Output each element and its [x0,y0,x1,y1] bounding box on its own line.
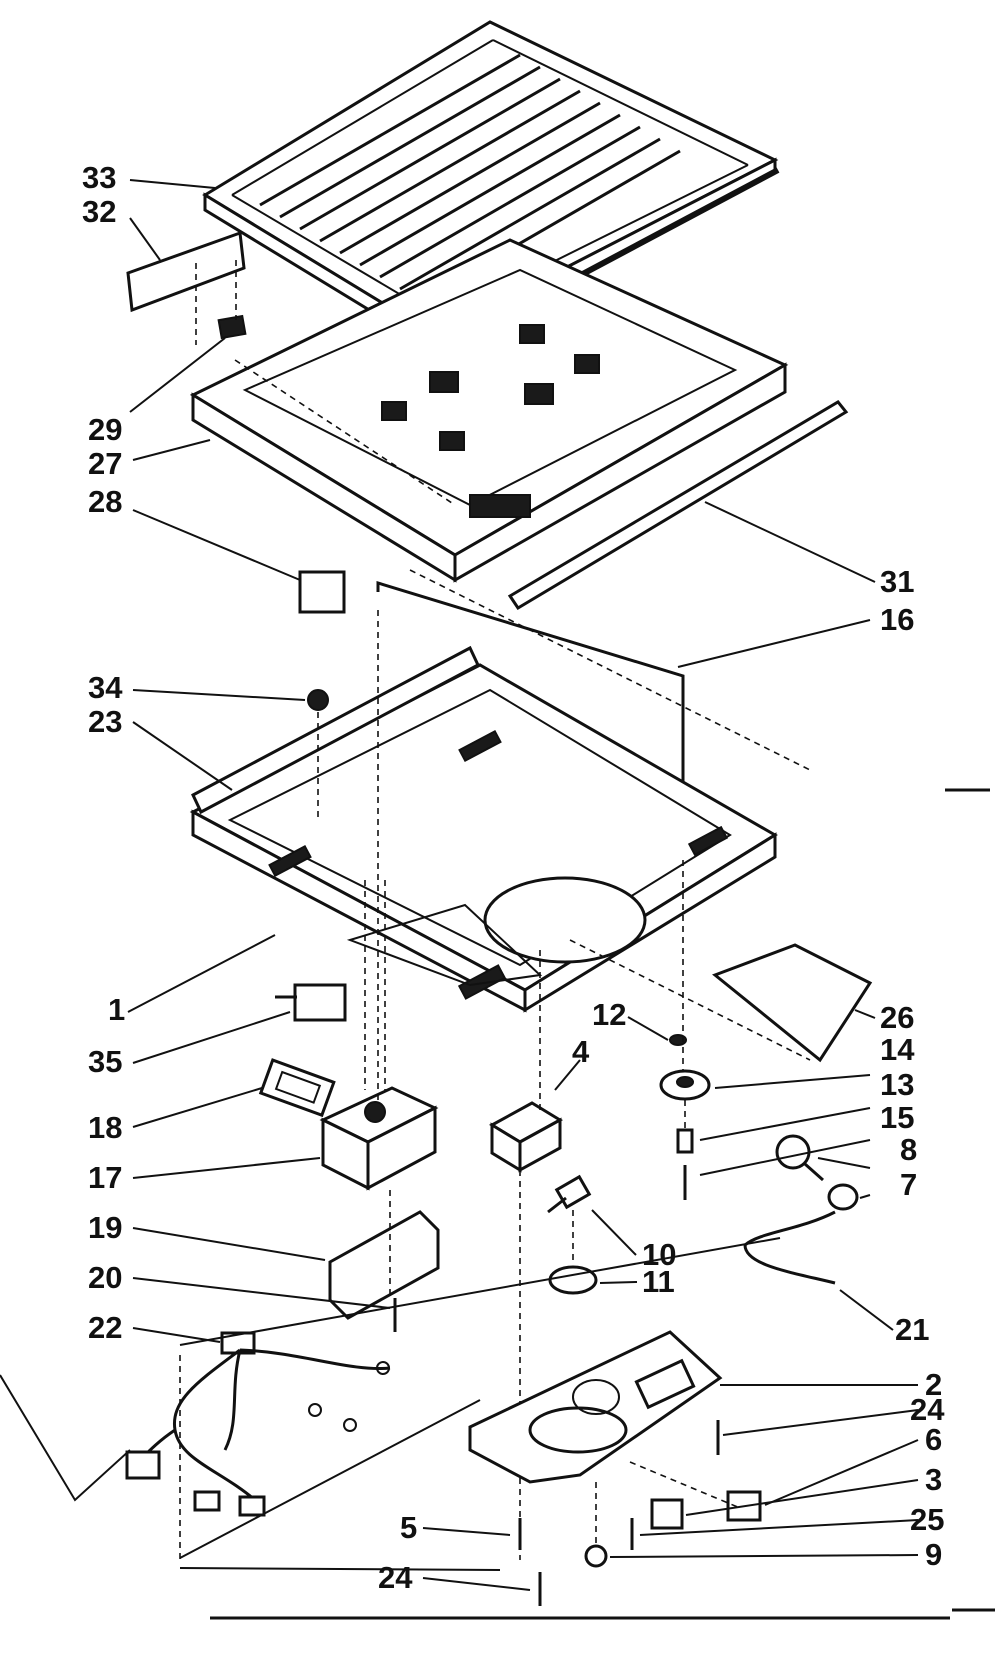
callout-12: 12 [592,997,626,1032]
part-14-grommet [659,1069,711,1101]
callout-20: 20 [88,1260,122,1295]
part-4-mount [489,1101,563,1560]
callout-1: 1 [108,992,125,1027]
part-22-harness [125,1331,391,1517]
part-2-base-plate [468,1330,723,1484]
callout-2: 2 [925,1367,942,1402]
callout-35: 35 [88,1044,122,1079]
part-34-grommet [307,689,329,711]
callout-14: 14 [880,1032,915,1067]
callout-labels: 33 32 29 27 28 31 16 34 23 1 35 26 12 4 … [82,160,945,1595]
part-21-lead [743,1210,836,1285]
part-7-socket [827,1183,859,1211]
callout-4: 4 [572,1034,590,1069]
part-8-bulb [775,1134,824,1182]
part-28-block [298,570,346,614]
part-17-housing [319,1086,439,1191]
callout-33: 33 [82,160,116,195]
callout-18: 18 [88,1110,122,1145]
part-3-relay [650,1498,684,1530]
callout-32: 32 [82,194,116,229]
callout-31: 31 [880,564,914,599]
callout-26: 26 [880,1000,914,1035]
part-13-sleeve [676,1128,694,1154]
part-26-sheet [712,943,873,1063]
callout-23: 23 [88,704,122,739]
callout-24-right: 24 [910,1392,945,1427]
bracket-lines [0,788,995,1620]
callout-27: 27 [88,446,122,481]
callout-5: 5 [400,1510,417,1545]
callout-6: 6 [925,1422,942,1457]
part-33-grille [202,20,780,353]
part-18-frame [258,1058,336,1118]
callout-25: 25 [910,1502,944,1537]
part-31-strip [507,400,849,611]
part-35-thermostat [275,983,347,1022]
callout-21: 21 [895,1312,929,1347]
part-29-clip [217,314,247,340]
callout-8: 8 [900,1132,917,1167]
callout-34: 34 [88,670,123,705]
callout-17: 17 [88,1160,122,1195]
callout-16: 16 [880,602,914,637]
callout-19: 19 [88,1210,122,1245]
part-27-frame [189,238,789,583]
leader-lines [127,179,919,1591]
callout-9: 9 [925,1537,942,1572]
alignment-lines [179,260,811,1560]
callout-11: 11 [642,1264,675,1299]
callout-24-bottom: 24 [378,1560,413,1595]
part-10-switch [547,1174,592,1214]
part-1-base-pan [189,645,778,1013]
part-12-washer [669,1034,687,1046]
part-9-washer [584,1544,608,1568]
callout-13: 13 [880,1067,914,1102]
callout-22: 22 [88,1310,122,1345]
callout-28: 28 [88,484,122,519]
part-11-knob [548,1265,598,1295]
callout-3: 3 [925,1462,942,1497]
callout-10: 10 [642,1237,676,1272]
callout-29: 29 [88,412,122,447]
part-32-label [126,230,246,313]
callout-7: 7 [900,1167,917,1202]
callout-15: 15 [880,1100,914,1135]
